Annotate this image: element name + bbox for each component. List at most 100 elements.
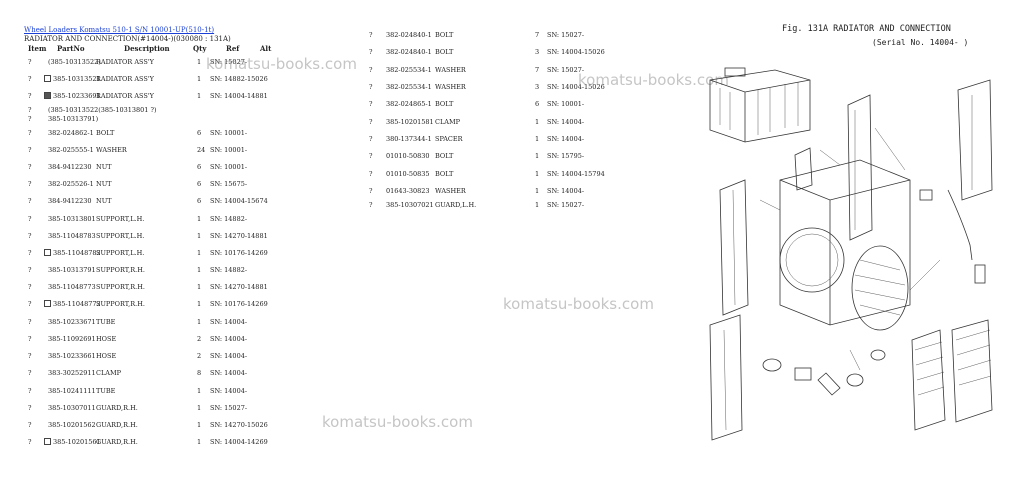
cell-part: 385-10313521: [44, 75, 101, 83]
cell-item: ?: [28, 318, 32, 326]
exploded-parts-diagram: [709, 67, 993, 441]
header-ref: Ref: [226, 44, 240, 53]
lower-guard-drawing: [709, 314, 743, 441]
cell-ref: SN: 14004-15026: [547, 48, 605, 56]
cell-qty: 8: [197, 369, 202, 377]
cell-ref: SN: 15027-: [547, 66, 585, 74]
page-subtitle: RADIATOR AND CONNECTION(#14004-)(030080 …: [24, 35, 231, 43]
cell-part: 384-9412230: [48, 197, 92, 205]
cell-qty: 1: [535, 170, 540, 178]
cell-desc: RADIATOR ASS'Y: [96, 75, 154, 83]
cell-part: 385-10233661: [48, 352, 96, 360]
cell-part: (385-10313522): [48, 58, 101, 66]
cell-ref: SN: 14004-: [547, 187, 585, 195]
side-guard-drawing: [957, 79, 993, 201]
cell-desc: CLAMP: [435, 118, 461, 126]
cell-desc: BOLT: [96, 129, 115, 137]
cell-ref: SN: 10176-14269: [210, 249, 268, 257]
cell-qty: 1: [197, 300, 202, 308]
cell-item: ?: [28, 421, 32, 429]
cell-ref: SN: 14004-15794: [547, 170, 605, 178]
cell-item: ?: [369, 170, 373, 178]
cell-desc: SUPPORT,L.H.: [96, 215, 145, 223]
cell-part: 382-024840-1: [386, 31, 432, 39]
cell-part: 385-10307021: [386, 201, 434, 209]
cell-item: ?: [369, 31, 373, 39]
cell-item: ?: [369, 100, 373, 108]
cell-desc: TUBE: [96, 387, 116, 395]
cell-part: 382-024862-1: [48, 129, 94, 137]
cell-item: ?: [28, 146, 32, 154]
cell-ref: SN: 15027-: [547, 31, 585, 39]
cell-item: ?: [369, 118, 373, 126]
cell-part: 385-10201562: [48, 421, 96, 429]
cell-desc: WASHER: [435, 187, 466, 195]
cell-part: 384-9412230: [48, 163, 92, 171]
header-alt: Alt: [260, 44, 272, 53]
breadcrumb-link[interactable]: Wheel Loaders Komatsu 510-1 S/N 10001-UP…: [24, 26, 215, 34]
cell-qty: 1: [535, 187, 540, 195]
cell-qty: 6: [535, 100, 540, 108]
cell-item: ?: [28, 438, 32, 446]
cell-part: 382-025534-1: [386, 66, 432, 74]
cell-desc: WASHER: [435, 66, 466, 74]
cell-part: 01010-50835: [386, 170, 430, 178]
cell-qty: 3: [535, 83, 540, 91]
cell-part: 385-10307011: [48, 404, 96, 412]
cell-qty: 1: [535, 201, 540, 209]
cell-ref: SN: 14004-: [210, 387, 248, 395]
cell-desc: SUPPORT,R.H.: [96, 266, 145, 274]
cell-desc: SUPPORT,R.H.: [96, 300, 145, 308]
cell-part: 382-024865-1: [386, 100, 432, 108]
cell-desc: BOLT: [435, 48, 454, 56]
radiator-main-drawing: [779, 147, 911, 326]
support-lh-drawing: [719, 179, 749, 316]
fan-guard-drawing: [851, 245, 909, 331]
cell-ref: SN: 14270-14881: [210, 283, 268, 291]
cell-ref: SN: 10001-: [210, 163, 248, 171]
cell-desc: WASHER: [435, 83, 466, 91]
cell-item: ?: [28, 129, 32, 137]
cell-ref: SN: 10001-: [547, 100, 585, 108]
cell-item: ?: [369, 201, 373, 209]
cell-ref: SN: 15027-: [547, 201, 585, 209]
cell-qty: 6: [197, 180, 202, 188]
cell-qty: 1: [197, 387, 202, 395]
cell-item: ?: [28, 335, 32, 343]
cell-item: ?: [369, 66, 373, 74]
cell-part: (385-10313522(385-10313801 ?): [48, 106, 157, 114]
cell-desc: BOLT: [435, 31, 454, 39]
cell-desc: SPACER: [435, 135, 463, 143]
cell-ref: SN: 14882-: [210, 215, 248, 223]
cell-qty: 1: [197, 266, 202, 274]
cell-part: 385-11048783: [48, 232, 96, 240]
header-item: Item: [28, 44, 47, 53]
cell-desc: SUPPORT,R.H.: [96, 283, 145, 291]
bottom-guards-drawing: [911, 319, 993, 431]
cell-qty: 1: [197, 232, 202, 240]
cell-item: ?: [369, 135, 373, 143]
cell-qty: 2: [197, 352, 202, 360]
cell-ref: SN: 15675-: [210, 180, 248, 188]
cell-part: 382-024840-1: [386, 48, 432, 56]
cell-item: ?: [28, 215, 32, 223]
cell-part: 385-10313791: [48, 266, 96, 274]
radiator-top-drawing: [709, 67, 811, 143]
cell-ref: SN: 14004-: [210, 369, 248, 377]
cell-item: ?: [28, 92, 32, 100]
cell-qty: 1: [197, 215, 202, 223]
cell-item: ?: [28, 266, 32, 274]
watermark: komatsu-books.com: [503, 295, 654, 313]
cell-part: 385-10233691: [44, 92, 101, 100]
cell-qty: 6: [197, 129, 202, 137]
cell-qty: 1: [197, 438, 202, 446]
cell-ref: SN: 15027-: [210, 58, 248, 66]
cell-part: 385-11092691: [48, 335, 96, 343]
cell-item: ?: [28, 300, 32, 308]
cell-qty: 7: [535, 31, 540, 39]
cell-qty: 3: [535, 48, 540, 56]
cell-qty: 1: [535, 118, 540, 126]
cell-qty: 6: [197, 163, 202, 171]
cell-part: 385-11048782: [44, 249, 101, 257]
cell-item: ?: [369, 187, 373, 195]
